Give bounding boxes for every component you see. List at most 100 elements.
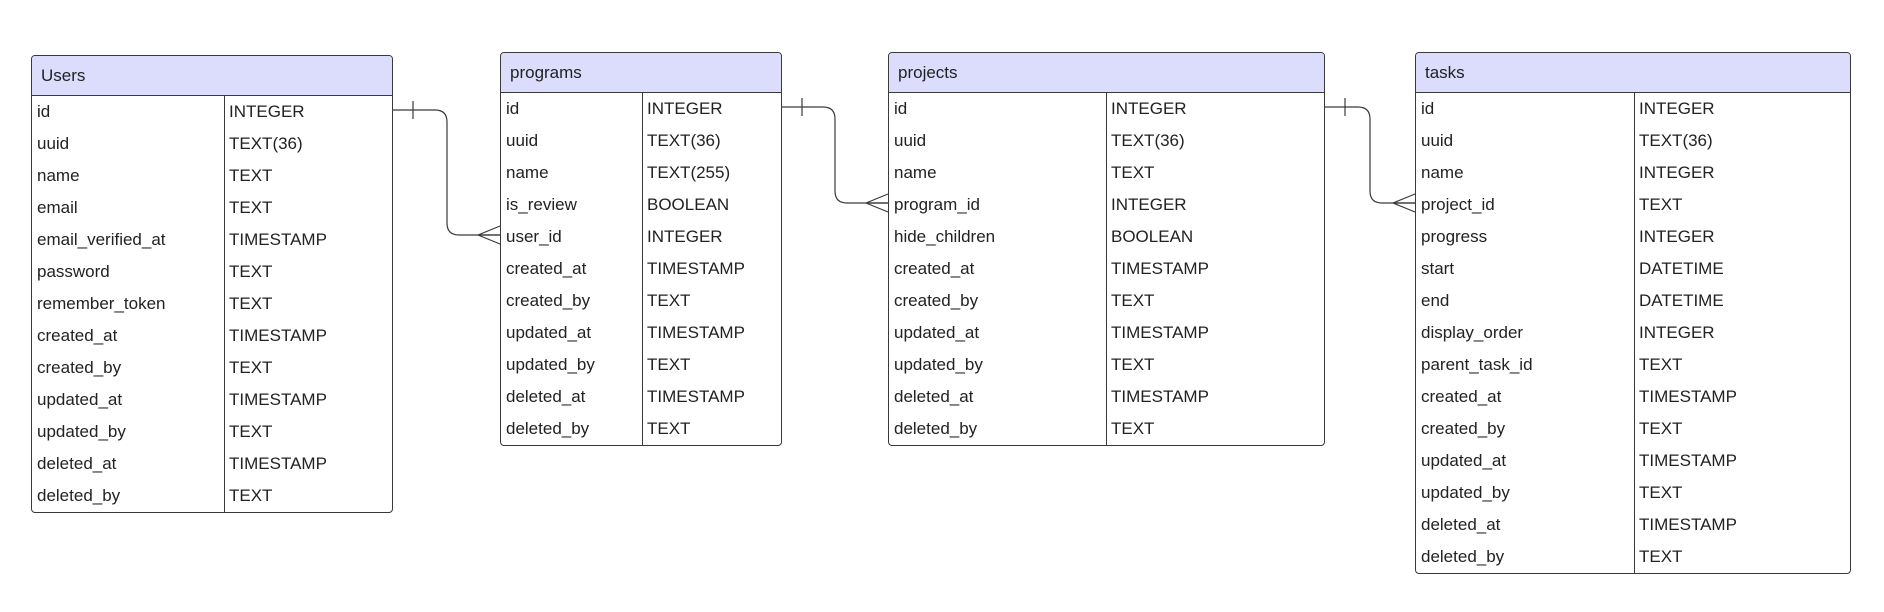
field-type: TEXT (1639, 547, 1683, 566)
field-name: updated_at (506, 323, 592, 342)
field-name: email_verified_at (37, 230, 166, 249)
field-type: TIMESTAMP (647, 323, 745, 342)
field-type: TEXT (1111, 291, 1155, 310)
field-name: updated_at (1421, 451, 1507, 470)
entity-title: programs (501, 53, 781, 93)
field-name: user_id (506, 227, 562, 246)
field-type: TEXT(255) (647, 163, 731, 182)
field-name: remember_token (37, 294, 166, 313)
field-name: id (506, 99, 520, 118)
field-row[interactable]: end DATETIME (1416, 285, 1850, 317)
field-row[interactable]: updated_at TIMESTAMP (501, 317, 781, 349)
many-cardinality-marker (1392, 193, 1416, 213)
field-type: TIMESTAMP (1111, 387, 1209, 406)
field-name: updated_by (894, 355, 983, 374)
field-type: TEXT (1111, 163, 1155, 182)
field-type: TIMESTAMP (229, 230, 327, 249)
field-name: uuid (894, 131, 927, 150)
field-name: end (1421, 291, 1450, 310)
field-type: TIMESTAMP (229, 326, 327, 345)
field-type: TIMESTAMP (647, 259, 745, 278)
field-type: TIMESTAMP (1639, 451, 1737, 470)
field-name: program_id (894, 195, 980, 214)
field-name: updated_by (506, 355, 595, 374)
relationship-line (393, 109, 500, 236)
field-type: TIMESTAMP (1639, 387, 1737, 406)
field-type: TIMESTAMP (1111, 323, 1209, 342)
field-type: TEXT (1639, 195, 1683, 214)
field-type: TEXT(36) (1639, 131, 1713, 150)
field-type: DATETIME (1639, 291, 1724, 310)
column-divider (224, 96, 225, 512)
field-type: BOOLEAN (647, 195, 730, 214)
field-type: DATETIME (1639, 259, 1724, 278)
field-row[interactable]: created_at TIMESTAMP (1416, 381, 1850, 413)
field-type: TIMESTAMP (229, 390, 327, 409)
field-name: created_by (37, 358, 122, 377)
field-name: id (37, 102, 51, 121)
column-divider (1634, 93, 1635, 573)
relationship-line (1325, 106, 1415, 204)
field-type: TIMESTAMP (229, 454, 327, 473)
field-name: created_at (1421, 387, 1502, 406)
field-type: TEXT (229, 166, 273, 185)
field-name: uuid (506, 131, 539, 150)
field-type: TEXT (229, 486, 273, 505)
field-type: TEXT (229, 198, 273, 217)
field-name: deleted_by (506, 419, 590, 438)
field-row[interactable]: updated_at TIMESTAMP (1416, 445, 1850, 477)
relationship-line (782, 106, 888, 204)
field-row[interactable]: email_verified_at TIMESTAMP (32, 224, 392, 256)
